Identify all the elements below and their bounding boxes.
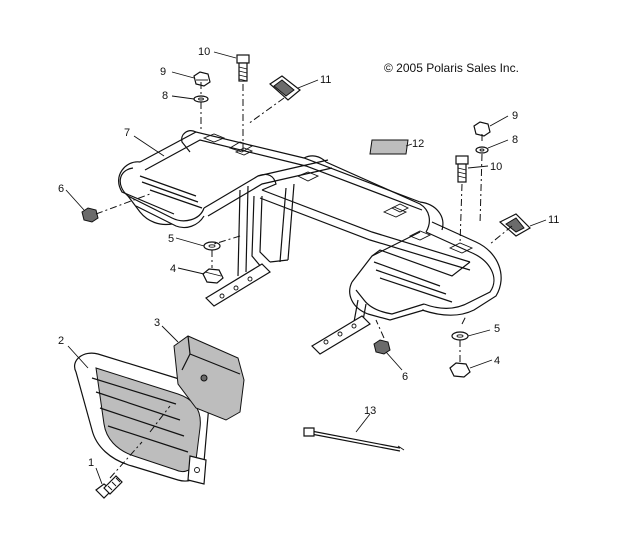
bracket-11-left [269,75,301,101]
bracket-11-right [498,213,531,237]
leader-lines [65,51,547,485]
callout-5: 5 [168,233,174,245]
decal-12 [369,139,409,155]
callout-2: 2 [58,335,64,347]
washer-8-right [475,146,489,154]
washer-5-left [203,241,221,251]
callout-10: 10 [198,46,210,58]
rack-frame [118,130,502,355]
callout-8: 8 [512,134,518,146]
nut-4-left [202,268,224,284]
washer-5-right [451,331,469,341]
callout-9: 9 [512,110,518,122]
bumper-guard-2 [74,352,209,485]
assembly-lines [95,82,513,479]
nut-6-right [373,339,391,355]
callout-12: 12 [412,138,424,150]
nut-9-left [193,71,211,87]
bolt-1 [95,475,123,499]
bolt-10-right [455,155,469,183]
callout-7: 7 [124,127,130,139]
callout-11: 11 [320,74,331,86]
callout-8: 8 [162,90,168,102]
bracket-3 [173,335,245,421]
bolt-10-left [236,54,250,82]
copyright-notice: © 2005 Polaris Sales Inc. [384,61,519,75]
callout-9: 9 [160,66,166,78]
callouts: 1 2 3 4 4 5 5 6 6 7 8 8 9 9 10 10 11 11 … [58,46,559,469]
cable-tie-13 [303,427,405,452]
callout-13: 13 [364,405,376,417]
callout-5: 5 [494,323,500,335]
callout-4: 4 [494,355,500,367]
callout-4: 4 [170,263,176,275]
callout-10: 10 [490,161,502,173]
callout-6: 6 [58,183,64,195]
nut-4-right [449,362,471,378]
nut-9-right [473,121,491,137]
nut-6-left [81,207,99,223]
callout-6: 6 [402,371,408,383]
washer-8-left [193,95,209,103]
callout-3: 3 [154,317,160,329]
callout-11: 11 [548,214,559,226]
callout-1: 1 [88,457,94,469]
